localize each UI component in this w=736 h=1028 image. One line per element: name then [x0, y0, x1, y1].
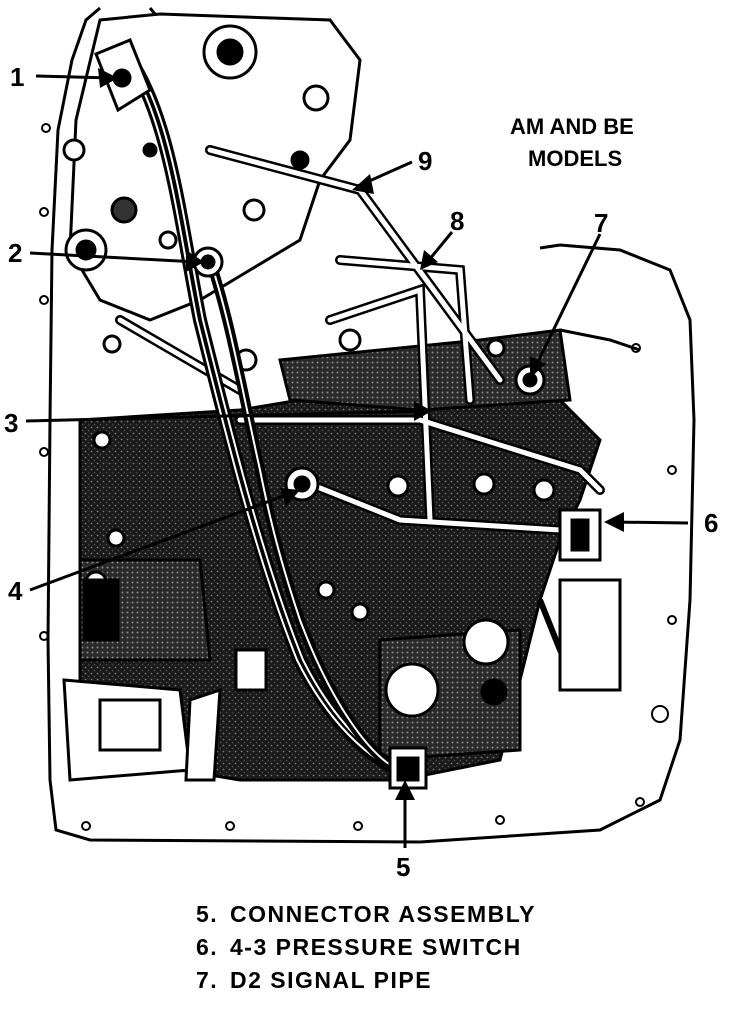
legend-item-5: 5. CONNECTOR ASSEMBLY	[196, 898, 716, 931]
callout-6: 6	[704, 508, 718, 538]
leader-lines	[25, 74, 689, 848]
legend-text: D2 SIGNAL PIPE	[230, 967, 433, 993]
switch-1	[94, 38, 152, 113]
legend-text: 4-3 PRESSURE SWITCH	[230, 934, 522, 960]
leader-2	[29, 251, 199, 264]
callout-2: 2	[8, 238, 22, 268]
legend-item-7: 7. D2 SIGNAL PIPE	[196, 964, 716, 997]
legend: 5. CONNECTOR ASSEMBLY 6. 4-3 PRESSURE SWIT…	[196, 898, 716, 997]
models-label-line1: AM AND BE	[510, 114, 634, 139]
legend-item-6: 6. 4-3 PRESSURE SWITCH	[196, 931, 716, 964]
callout-8: 8	[450, 206, 464, 236]
leader-4	[29, 490, 295, 592]
lower-bracket	[62, 678, 222, 782]
legend-number: 5.	[196, 901, 219, 927]
pressure-switch-6	[558, 508, 602, 562]
callout-7: 7	[594, 208, 608, 238]
case-bolt-holes	[39, 123, 677, 831]
components	[94, 38, 641, 790]
valve-body	[78, 328, 602, 782]
callout-3: 3	[4, 408, 18, 438]
legend-number: 6.	[196, 934, 219, 960]
callout-labels: 1 2 3 4 5 6 7 8 9	[4, 62, 718, 882]
leader-7	[532, 233, 602, 371]
wiring-harness	[123, 53, 417, 782]
connector-5	[388, 746, 428, 790]
arrowheads	[98, 68, 624, 800]
callout-9: 9	[418, 146, 432, 176]
leader-3	[25, 409, 427, 423]
legend-text: CONNECTOR ASSEMBLY	[230, 901, 537, 927]
callout-4: 4	[8, 576, 23, 606]
callout-5: 5	[396, 852, 410, 882]
models-label-line2: MODELS	[528, 146, 622, 171]
fitting-4	[284, 466, 320, 502]
legend-number: 7.	[196, 967, 219, 993]
callout-1: 1	[10, 62, 24, 92]
leader-6	[611, 520, 689, 525]
